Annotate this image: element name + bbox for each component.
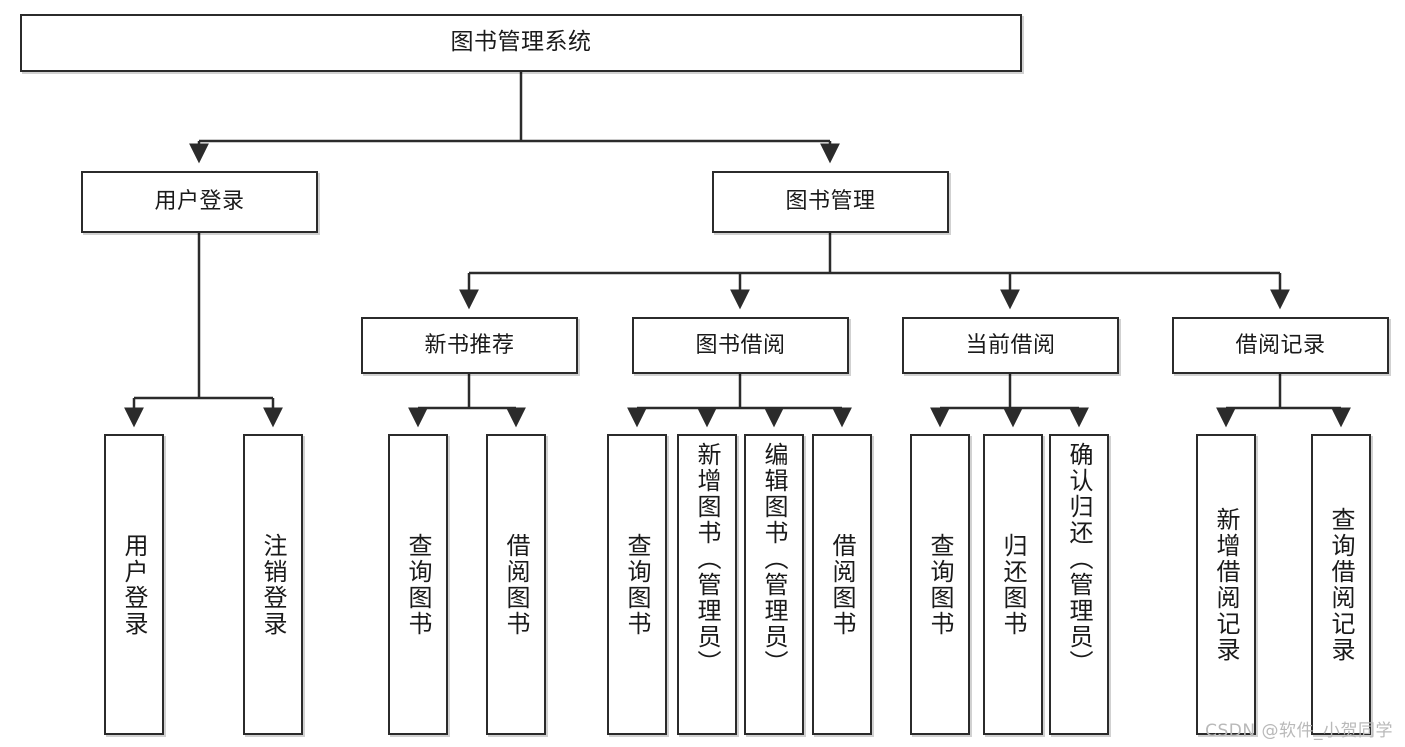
leaf-query-book-3-label: 查询图书 — [926, 532, 954, 637]
leaf-query-book-2[interactable]: 查询图书 — [607, 434, 667, 735]
node-current-borrow-label: 当前借阅 — [965, 332, 1056, 358]
leaf-query-book-1[interactable]: 查询图书 — [388, 434, 448, 735]
csdn-watermark: CSDN @软件_小贺同学 — [1205, 721, 1393, 741]
leaf-query-record[interactable]: 查询借阅记录 — [1311, 434, 1371, 735]
node-user-login[interactable]: 用户登录 — [81, 171, 318, 233]
leaf-edit-book[interactable]: 编辑图书（管理员） — [744, 434, 804, 735]
leaf-return-book-label: 归还图书 — [999, 532, 1027, 637]
node-book-manage-label: 图书管理 — [785, 189, 876, 215]
leaf-user-login-label: 用户登录 — [120, 532, 148, 637]
node-root[interactable]: 图书管理系统 — [20, 14, 1022, 72]
leaf-add-book-label: 新增图书（管理员） — [693, 442, 721, 676]
node-book-borrow[interactable]: 图书借阅 — [632, 317, 849, 374]
node-current-borrow[interactable]: 当前借阅 — [902, 317, 1119, 374]
leaf-borrow-book-1-label: 借阅图书 — [502, 532, 530, 637]
node-borrow-record[interactable]: 借阅记录 — [1172, 317, 1389, 374]
node-root-label: 图书管理系统 — [450, 29, 592, 56]
leaf-query-record-label: 查询借阅记录 — [1327, 506, 1355, 663]
leaf-borrow-book-1[interactable]: 借阅图书 — [486, 434, 546, 735]
leaf-add-book[interactable]: 新增图书（管理员） — [677, 434, 737, 735]
leaf-query-book-2-label: 查询图书 — [623, 532, 651, 637]
leaf-add-record-label: 新增借阅记录 — [1212, 506, 1240, 663]
leaf-logout[interactable]: 注销登录 — [243, 434, 303, 735]
leaf-user-login[interactable]: 用户登录 — [104, 434, 164, 735]
leaf-confirm-return-label: 确认归还（管理员） — [1065, 442, 1093, 676]
node-new-book-rec[interactable]: 新书推荐 — [361, 317, 578, 374]
leaf-borrow-book-2-label: 借阅图书 — [828, 532, 856, 637]
node-borrow-record-label: 借阅记录 — [1235, 332, 1326, 358]
leaf-edit-book-label: 编辑图书（管理员） — [760, 442, 788, 676]
leaf-confirm-return[interactable]: 确认归还（管理员） — [1049, 434, 1109, 735]
leaf-logout-label: 注销登录 — [259, 532, 287, 637]
leaf-return-book[interactable]: 归还图书 — [983, 434, 1043, 735]
leaf-add-record[interactable]: 新增借阅记录 — [1196, 434, 1256, 735]
node-new-book-rec-label: 新书推荐 — [424, 332, 515, 358]
leaf-query-book-3[interactable]: 查询图书 — [910, 434, 970, 735]
node-book-manage[interactable]: 图书管理 — [712, 171, 949, 233]
leaf-borrow-book-2[interactable]: 借阅图书 — [812, 434, 872, 735]
node-user-login-label: 用户登录 — [154, 189, 245, 215]
leaf-query-book-1-label: 查询图书 — [404, 532, 432, 637]
node-book-borrow-label: 图书借阅 — [695, 332, 786, 358]
